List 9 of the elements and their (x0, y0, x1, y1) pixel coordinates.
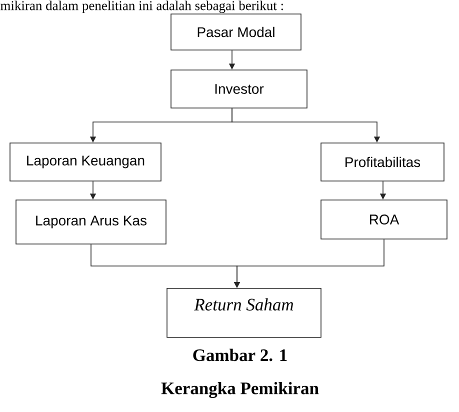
figure-caption: Gambar 2. 1 (193, 348, 287, 362)
process-box: Laporan Arus Kas (16, 200, 166, 244)
process-box: Investor (170, 70, 308, 108)
process-box: ROA (320, 200, 448, 240)
figure-title: Kerangka Pemikiran (161, 382, 319, 398)
process-box: Return Saham (166, 288, 322, 338)
process-box: Laporan Keuangan (10, 142, 162, 182)
process-box: Pasar Modal (170, 14, 302, 50)
process-box: Profitabilitas (320, 142, 444, 182)
